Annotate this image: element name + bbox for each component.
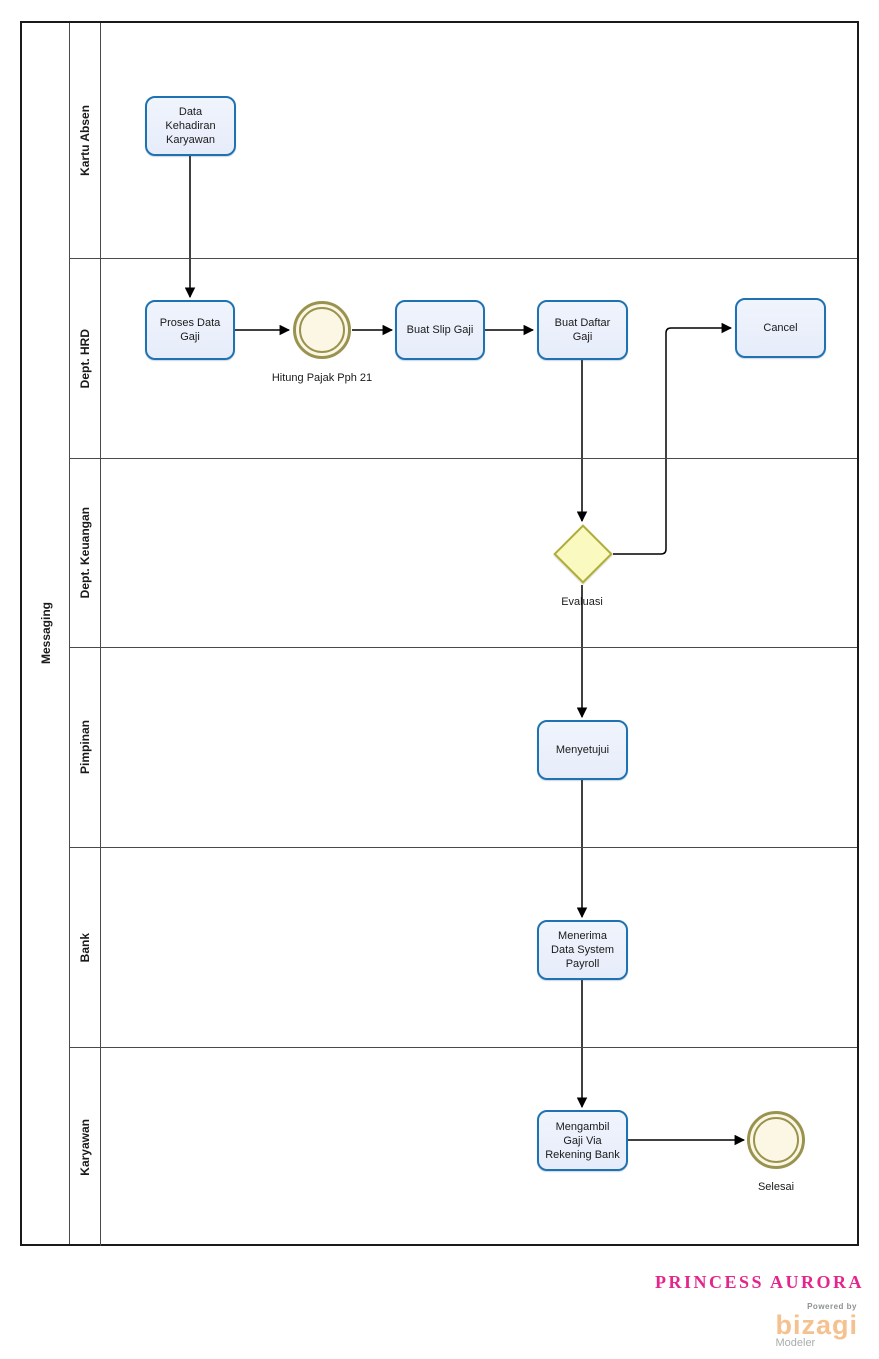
event-label-hitung-pajak: Hitung Pajak Pph 21 <box>271 372 373 384</box>
task-label: Buat Daftar Gaji <box>554 317 611 343</box>
event-inner-ring <box>753 1117 799 1163</box>
task-label: Data Kehadiran Karyawan <box>165 106 216 146</box>
lane-label: Pimpinan <box>78 720 92 775</box>
lane-label: Dept. HRD <box>78 328 92 389</box>
lane-label: Kartu Absen <box>78 105 92 176</box>
lane-header-bank[interactable]: Bank <box>70 848 101 1047</box>
task-label: Menerima Data System Payroll <box>551 930 614 970</box>
lane-label: Dept. Keuangan <box>78 507 92 599</box>
end-event-selesai-icon[interactable] <box>747 1111 805 1169</box>
task-proses-data-gaji[interactable]: Proses Data Gaji <box>145 300 235 360</box>
task-cancel[interactable]: Cancel <box>735 298 826 358</box>
lane-kartu-absen: Kartu Absen <box>70 23 857 259</box>
lane-pimpinan: Pimpinan <box>70 648 857 848</box>
bizagi-modeler-text: Modeler <box>775 1337 816 1349</box>
lane-karyawan: Karyawan <box>70 1048 857 1246</box>
pool-messaging: Messaging Kartu Absen Dept. HRD Dept. Ke… <box>20 21 859 1246</box>
task-menerima-data-system-payroll[interactable]: Menerima Data System Payroll <box>537 920 628 980</box>
powered-by-text: Powered by <box>807 1302 857 1311</box>
event-inner-ring <box>299 307 345 353</box>
lane-header-karyawan[interactable]: Karyawan <box>70 1048 101 1246</box>
task-menyetujui[interactable]: Menyetujui <box>537 720 628 780</box>
task-label: Buat Slip Gaji <box>406 324 474 336</box>
pool-label: Messaging <box>38 602 53 665</box>
flow-evaluasi-cancel <box>613 322 733 555</box>
lane-label: Bank <box>78 932 92 963</box>
lane-dept-keuangan: Dept. Keuangan <box>70 459 857 648</box>
intermediate-event-hitung-pajak-icon[interactable] <box>293 301 351 359</box>
lane-header-pimpinan[interactable]: Pimpinan <box>70 648 101 847</box>
task-buat-slip-gaji[interactable]: Buat Slip Gaji <box>395 300 485 360</box>
lane-header-kartu-absen[interactable]: Kartu Absen <box>70 23 101 258</box>
lane-label: Karyawan <box>78 1118 92 1176</box>
lane-dept-hrd: Dept. HRD <box>70 259 857 459</box>
task-label: Menyetujui <box>555 744 610 756</box>
bizagi-wordmark: bizagi <box>775 1310 858 1340</box>
lane-header-dept-hrd[interactable]: Dept. HRD <box>70 259 101 458</box>
task-label: Cancel <box>763 322 798 334</box>
watermark-princess-aurora: PRINCESS AURORA <box>654 1272 864 1292</box>
gateway-label-evaluasi: Evaluasi <box>561 596 603 608</box>
lane-header-dept-keuangan[interactable]: Dept. Keuangan <box>70 459 101 647</box>
bizagi-logo: Powered by bizagi Modeler <box>775 1302 858 1349</box>
task-label: Mengambil Gaji Via Rekening Bank <box>545 1120 620 1161</box>
task-mengambil-gaji-via-rekening-bank[interactable]: Mengambil Gaji Via Rekening Bank <box>537 1110 628 1171</box>
pool-header[interactable]: Messaging <box>22 23 70 1244</box>
lane-bank: Bank <box>70 848 857 1048</box>
task-data-kehadiran-karyawan[interactable]: Data Kehadiran Karyawan <box>145 96 236 156</box>
task-buat-daftar-gaji[interactable]: Buat Daftar Gaji <box>537 300 628 360</box>
event-label-selesai: Selesai <box>757 1181 795 1193</box>
task-label: Proses Data Gaji <box>159 317 221 343</box>
